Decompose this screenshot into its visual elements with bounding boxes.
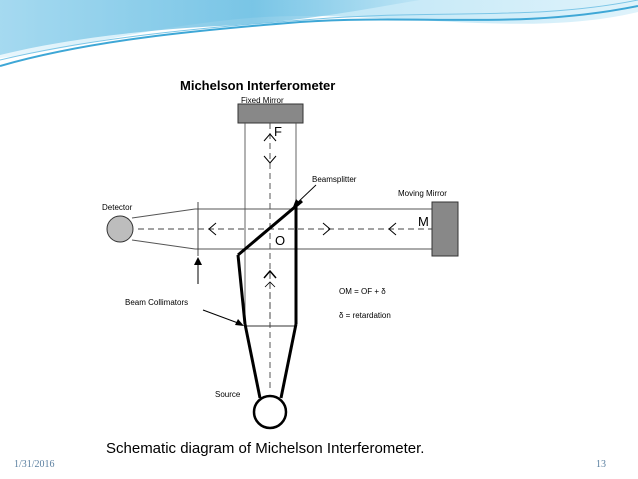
slide-caption: Schematic diagram of Michelson Interfero… <box>106 440 425 457</box>
header-wave-decoration <box>0 0 638 67</box>
arrow-left-moving-arm <box>388 222 397 236</box>
header-wave-line <box>0 5 638 67</box>
source <box>252 394 288 430</box>
arrow-up-fixed-arm <box>263 133 277 142</box>
moving-mirror-label: Moving Mirror <box>398 189 447 198</box>
arrow-up-source-beam-small <box>264 281 276 288</box>
arrow-up-source-beam <box>263 269 277 279</box>
detector-converge-top <box>131 208 196 219</box>
arrow-right-moving-arm <box>322 222 331 236</box>
arrow-down-fixed-arm <box>263 155 277 164</box>
source-cone-right <box>279 323 298 399</box>
beamsplitter-pointer <box>295 184 317 205</box>
beamsplitter <box>237 199 303 257</box>
arrow-left-detector-arm <box>208 222 217 236</box>
michelson-interferometer-diagram: Michelson Interferometer Fixed Mirror De… <box>60 72 485 437</box>
collimator-pointer-arrowhead-up <box>194 257 202 265</box>
collimator-pointer-arrowhead-right <box>235 319 244 326</box>
fixed-mirror-label: Fixed Mirror <box>241 96 284 105</box>
equation-retardation: δ = retardation <box>339 311 391 320</box>
source-label: Source <box>215 390 241 399</box>
diagram-background <box>60 72 485 437</box>
slide-date: 1/31/2016 <box>14 459 55 470</box>
beamsplitter-pointer-arrowhead <box>293 199 300 207</box>
beam-collimators-label: Beam Collimators <box>125 298 188 307</box>
point-f: F <box>274 124 282 139</box>
detector <box>106 215 134 243</box>
point-m: M <box>418 214 429 229</box>
fixed-mirror <box>237 103 304 124</box>
source-cone-left <box>243 323 262 399</box>
collimator-pointer-diagonal <box>202 309 239 324</box>
header-wave-front <box>0 0 420 55</box>
point-o: O <box>275 233 285 248</box>
equation-path-difference: OM = OF + δ <box>339 287 386 296</box>
moving-mirror <box>431 201 459 257</box>
header-wave-line-2 <box>0 0 638 61</box>
beamsplitter-label: Beamsplitter <box>312 175 357 184</box>
slide-page-number: 13 <box>596 459 606 470</box>
diagram-title: Michelson Interferometer <box>180 78 335 93</box>
source-beam-left <box>236 254 247 325</box>
detector-label: Detector <box>102 203 133 212</box>
detector-converge-bottom <box>131 239 196 250</box>
